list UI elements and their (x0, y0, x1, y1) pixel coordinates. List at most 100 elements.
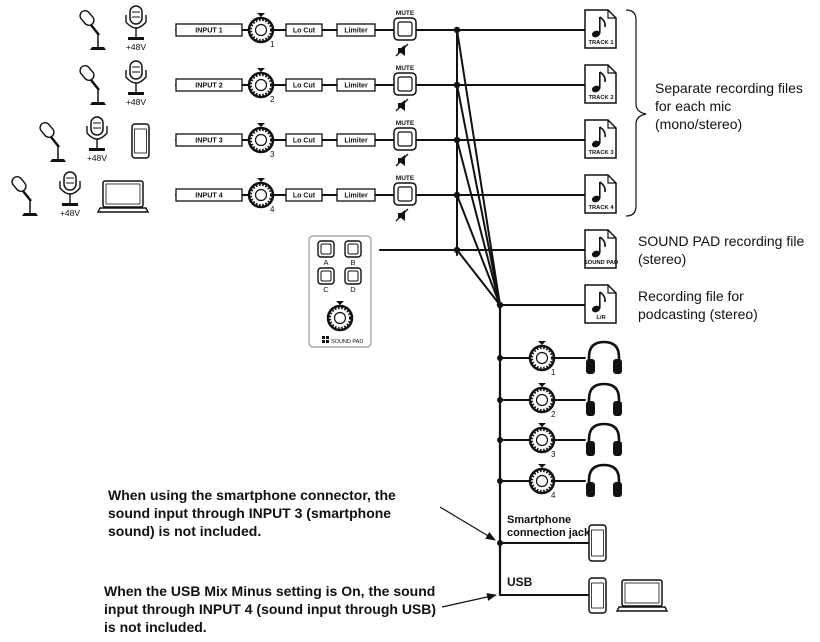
track-bracket (625, 9, 647, 217)
knob-number: 2 (551, 410, 556, 419)
mute-unit-2: MUTE (393, 65, 417, 112)
input-label-3: INPUT 3 (175, 133, 243, 147)
knob-cap (535, 474, 549, 488)
mic-head (11, 176, 27, 192)
usb-smartphone-device (588, 577, 607, 614)
phantom-power-label: +48V (60, 208, 80, 218)
knob-grip (329, 307, 351, 329)
junction-dot (453, 26, 461, 34)
file-fold (607, 120, 616, 129)
mic-stand-base (22, 213, 38, 216)
phone-screen (591, 529, 604, 557)
input-label-3-label: INPUT 3 (195, 136, 223, 145)
track-file-2: TRACK 2 (584, 64, 617, 104)
locut-block-2-frame (285, 78, 323, 92)
file-fold (607, 230, 616, 239)
mute-button-inner (397, 186, 413, 202)
headphones-icon-1 (586, 340, 622, 374)
junction-dot (497, 397, 503, 403)
knob-indicator-icon (257, 178, 265, 182)
limiter-block-3-frame (336, 133, 376, 147)
file-label: TRACK 2 (588, 95, 613, 101)
left-ear-cup (586, 441, 595, 456)
file-label: SOUND PAD (584, 260, 618, 266)
file-fold (607, 65, 616, 74)
input-label-4: INPUT 4 (175, 188, 243, 202)
file-label: TRACK 1 (588, 40, 614, 46)
locut-block-3: Lo Cut (285, 133, 323, 147)
knob-number: 3 (551, 450, 556, 459)
laptop-base (615, 606, 669, 612)
dynamic-mic-2 (79, 65, 106, 105)
headband (587, 463, 621, 487)
phone-screen (134, 128, 147, 154)
locut-block-2: Lo Cut (285, 78, 323, 92)
file-fold (607, 285, 616, 294)
pad-letter: C (323, 285, 329, 294)
dynamic-mic-3 (39, 122, 66, 162)
track-file-1: TRACK 1 (584, 9, 617, 49)
file-fold (607, 175, 616, 184)
mic-head (79, 10, 95, 26)
gain-knob-2: 2 (247, 68, 275, 104)
soundpad-body (308, 235, 372, 348)
knob-indicator-icon (257, 13, 265, 17)
podcast-file: L/R (584, 284, 617, 324)
mic-stand-base (90, 102, 106, 105)
knob-indicator-icon (538, 423, 546, 427)
left-ear-cup (586, 401, 595, 416)
input-label-2-label: INPUT 2 (195, 81, 223, 90)
input-label-4-frame (175, 188, 243, 202)
phantom-power-label: +48V (126, 97, 146, 107)
knob-cap (254, 23, 268, 37)
mic-head (39, 122, 55, 138)
headphone-knob-1: 1 (528, 341, 556, 377)
knob-cap (254, 133, 268, 147)
locut-block-4-label: Lo Cut (293, 193, 316, 200)
mixdown-line (456, 29, 501, 306)
knob-number: 4 (551, 491, 556, 500)
track-file-3: TRACK 3 (584, 119, 617, 159)
input-label-1-frame (175, 23, 243, 37)
knob-number: 1 (270, 40, 275, 49)
condenser-capsule (129, 60, 143, 80)
smartphone-jack-label-2: connection jack (507, 527, 591, 539)
limiter-block-4-label: Limiter (344, 193, 368, 200)
mic-stand-base (90, 47, 106, 50)
condenser-mic-4: +48V (59, 171, 81, 218)
knob-grip (250, 74, 272, 96)
track-file-4: TRACK 4 (584, 174, 617, 214)
knob-cap (254, 78, 268, 92)
junction-dot (497, 478, 503, 484)
soundpad-volume-knob (326, 301, 354, 332)
knob-grip (531, 389, 553, 411)
limiter-block-1: Limiter (336, 23, 376, 37)
mic-handle (50, 136, 60, 148)
mic-stand-base (50, 159, 66, 162)
locut-block-4-frame (285, 188, 323, 202)
mute-button-inner (397, 131, 413, 147)
condenser-mic-2: +48V (125, 60, 147, 107)
knob-indicator-icon (257, 68, 265, 72)
knob-number: 2 (270, 95, 275, 104)
junction-dot (497, 437, 503, 443)
limiter-block-4-frame (336, 188, 376, 202)
input-label-2-frame (175, 78, 243, 92)
limiter-block-2: Limiter (336, 78, 376, 92)
junction-dot (497, 540, 503, 546)
knob-cap (333, 311, 347, 325)
speaker-muted-icon (395, 43, 409, 57)
right-ear-cup (613, 401, 622, 416)
headphone-knob-4: 4 (528, 464, 556, 500)
limiter-block-2-frame (336, 78, 376, 92)
limiter-block-2-label: Limiter (344, 83, 368, 90)
knob-grip (250, 19, 272, 41)
usb-label: USB (507, 575, 533, 589)
right-ear-cup (613, 441, 622, 456)
input-label-4-label: INPUT 4 (195, 191, 223, 200)
smartphone-output-device (588, 524, 607, 562)
usb-note: When the USB Mix Minus setting is On, th… (104, 583, 437, 635)
locut-block-2-label: Lo Cut (293, 83, 316, 90)
